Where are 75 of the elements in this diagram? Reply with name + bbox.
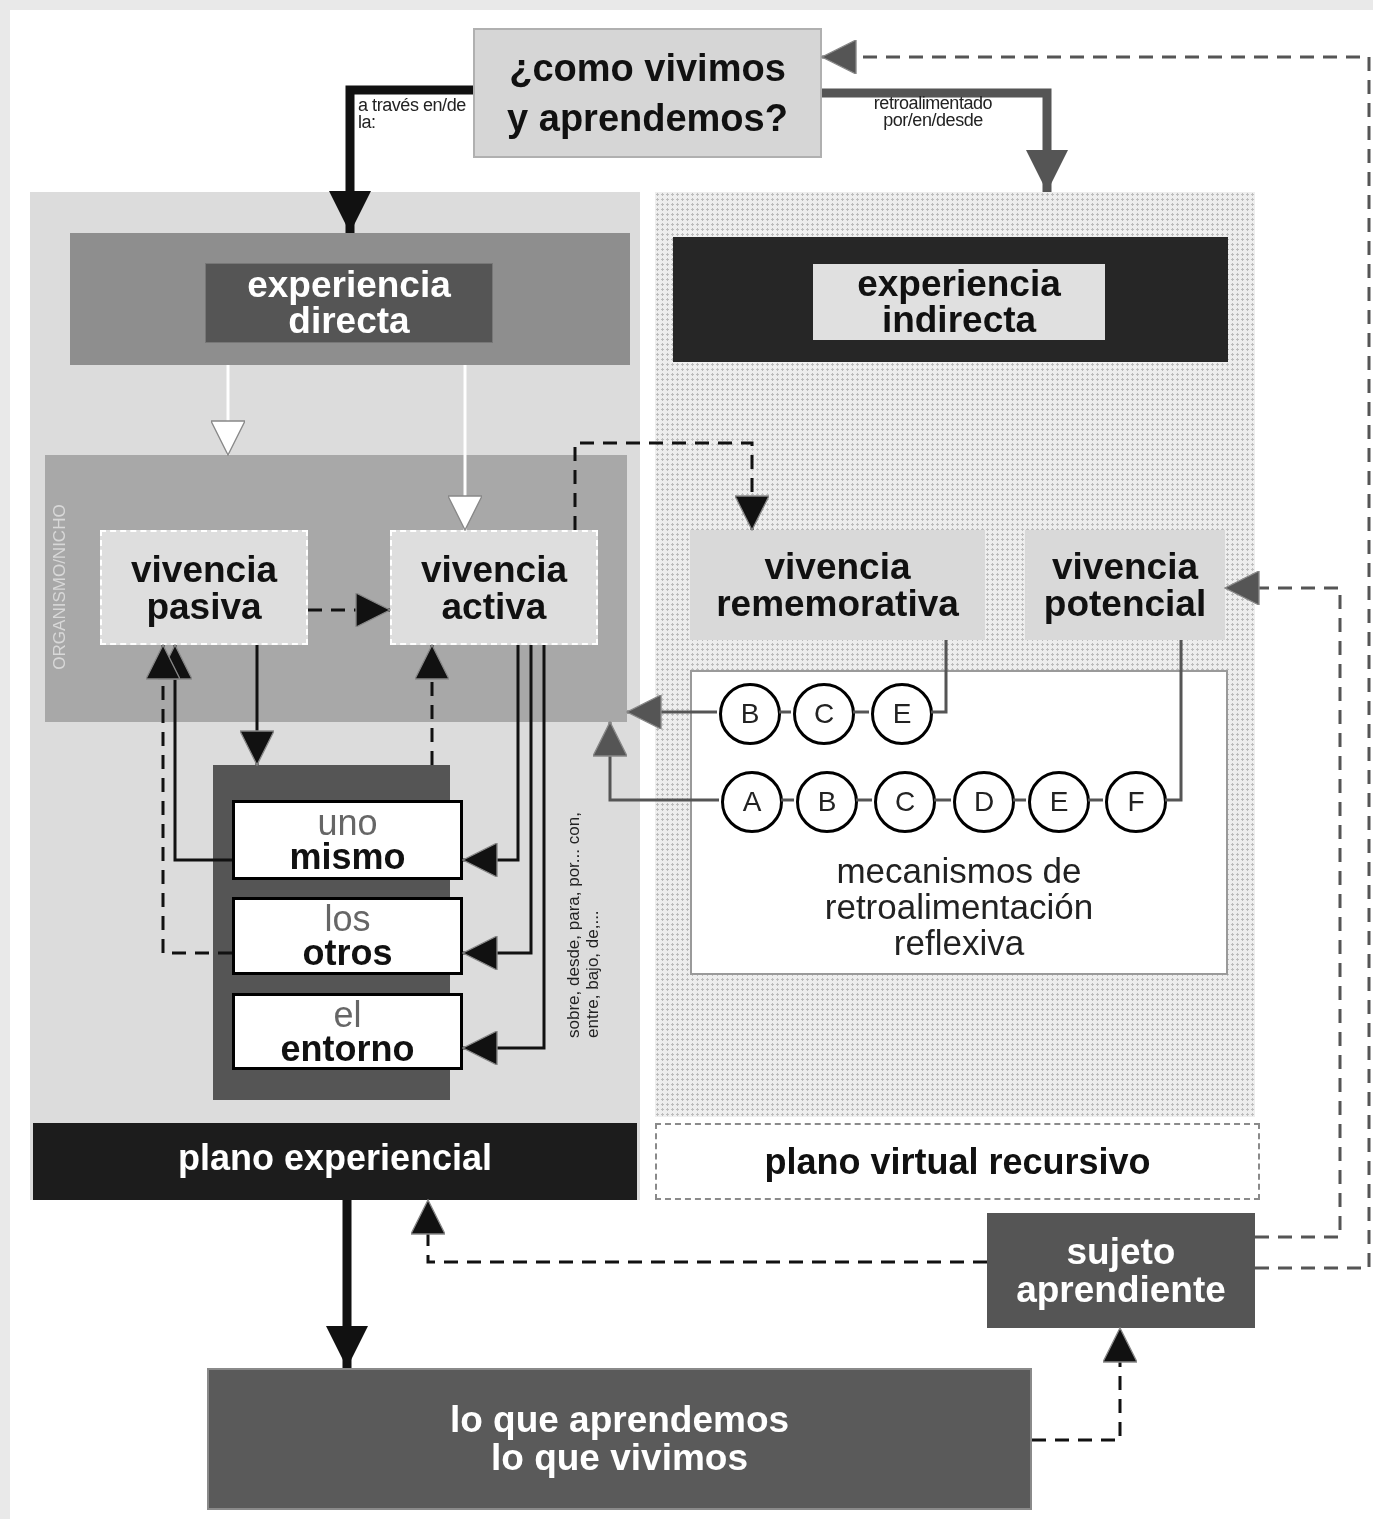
arrow (462, 645, 520, 878)
circle-letter: E (1049, 785, 1069, 819)
arrow (462, 645, 546, 1066)
dashed-arrow (145, 644, 232, 955)
arrow (210, 365, 246, 456)
subject-text: otros (302, 936, 393, 970)
experience-label: experiencia directa (205, 263, 493, 343)
arrow (447, 365, 483, 531)
circle-letter: E (892, 697, 912, 731)
question-box (473, 28, 822, 158)
arrow (462, 645, 533, 971)
subject-box (232, 993, 463, 1070)
mechanisms-text: mecanismos de retroalimentación reflexiva (823, 853, 1095, 961)
learner-text: sujeto aprendiente (1015, 1232, 1227, 1309)
dashed-arrow (1032, 1327, 1138, 1442)
experience-box (390, 530, 598, 645)
connector-line (1165, 640, 1183, 802)
circle-letter: B (740, 697, 760, 731)
result-text: lo que aprendemos lo que vivimos (448, 1401, 791, 1477)
subject-article: los (324, 902, 371, 936)
subject-box (232, 897, 463, 975)
arrow (326, 1200, 368, 1368)
circle-letter: D (973, 785, 995, 819)
indirect-experience-band (673, 237, 1228, 362)
virtual-plane-box (655, 1123, 1260, 1200)
subject-text: entorno (280, 1031, 415, 1066)
circle-letter: C (813, 697, 835, 731)
plane-label: plano virtual recursivo (764, 1139, 1151, 1184)
dashed-arrow (1224, 570, 1342, 1239)
dashed-arrow (308, 592, 391, 628)
arrow (592, 721, 719, 802)
dashed-arrow (410, 1199, 987, 1264)
experiential-panel (30, 192, 640, 1200)
connector-line (1013, 798, 1026, 802)
direct-experience-band (70, 233, 630, 365)
learner-box (987, 1213, 1255, 1328)
subject-article: uno (317, 806, 378, 840)
connector-line (1088, 798, 1103, 802)
experience-label: experiencia indirecta (813, 264, 1105, 340)
experience-text: vivencia pasiva (129, 550, 279, 625)
result-box (207, 1368, 1032, 1510)
circle-letter: C (894, 785, 916, 819)
experience-box (1025, 530, 1225, 640)
organism-band (45, 455, 627, 722)
subject-box (232, 800, 463, 880)
arrow (626, 694, 717, 730)
connector-line (853, 710, 869, 714)
subject-article: el (333, 997, 362, 1032)
arrow (822, 88, 1068, 192)
experience-box (690, 530, 985, 640)
connector-line (931, 640, 948, 714)
mechanisms-box (690, 670, 1228, 975)
virtual-panel (655, 192, 1255, 1117)
arrow (239, 645, 275, 766)
experience-text: vivencia potencial (1042, 548, 1208, 622)
circle-letter: A (742, 785, 762, 819)
dashed-arrow (821, 39, 1371, 1270)
arrow (329, 85, 473, 233)
question-text: ¿como vivimos y aprendemos? (506, 46, 789, 141)
edge-label: a través en/de la: (358, 97, 467, 131)
experience-text: vivencia activa (419, 550, 569, 625)
connector-line (856, 798, 872, 802)
experience-box (100, 530, 308, 645)
edge-label: retroalimentado por/en/desde (872, 95, 994, 129)
circle-letter: F (1127, 785, 1145, 819)
subject-text: mismo (289, 840, 406, 874)
connector-line (779, 710, 791, 714)
preposition-note: sobre, desde, para, por... con, entre, bajo, de,... (564, 811, 602, 1038)
plane-label: plano experiencial (33, 1123, 637, 1200)
dashed-arrow (414, 644, 450, 765)
connector-line (781, 798, 794, 802)
experience-text: vivencia rememorativa (715, 548, 960, 622)
connector-line (934, 798, 951, 802)
dashed-arrow (573, 441, 770, 531)
circle-letter: B (817, 785, 837, 819)
